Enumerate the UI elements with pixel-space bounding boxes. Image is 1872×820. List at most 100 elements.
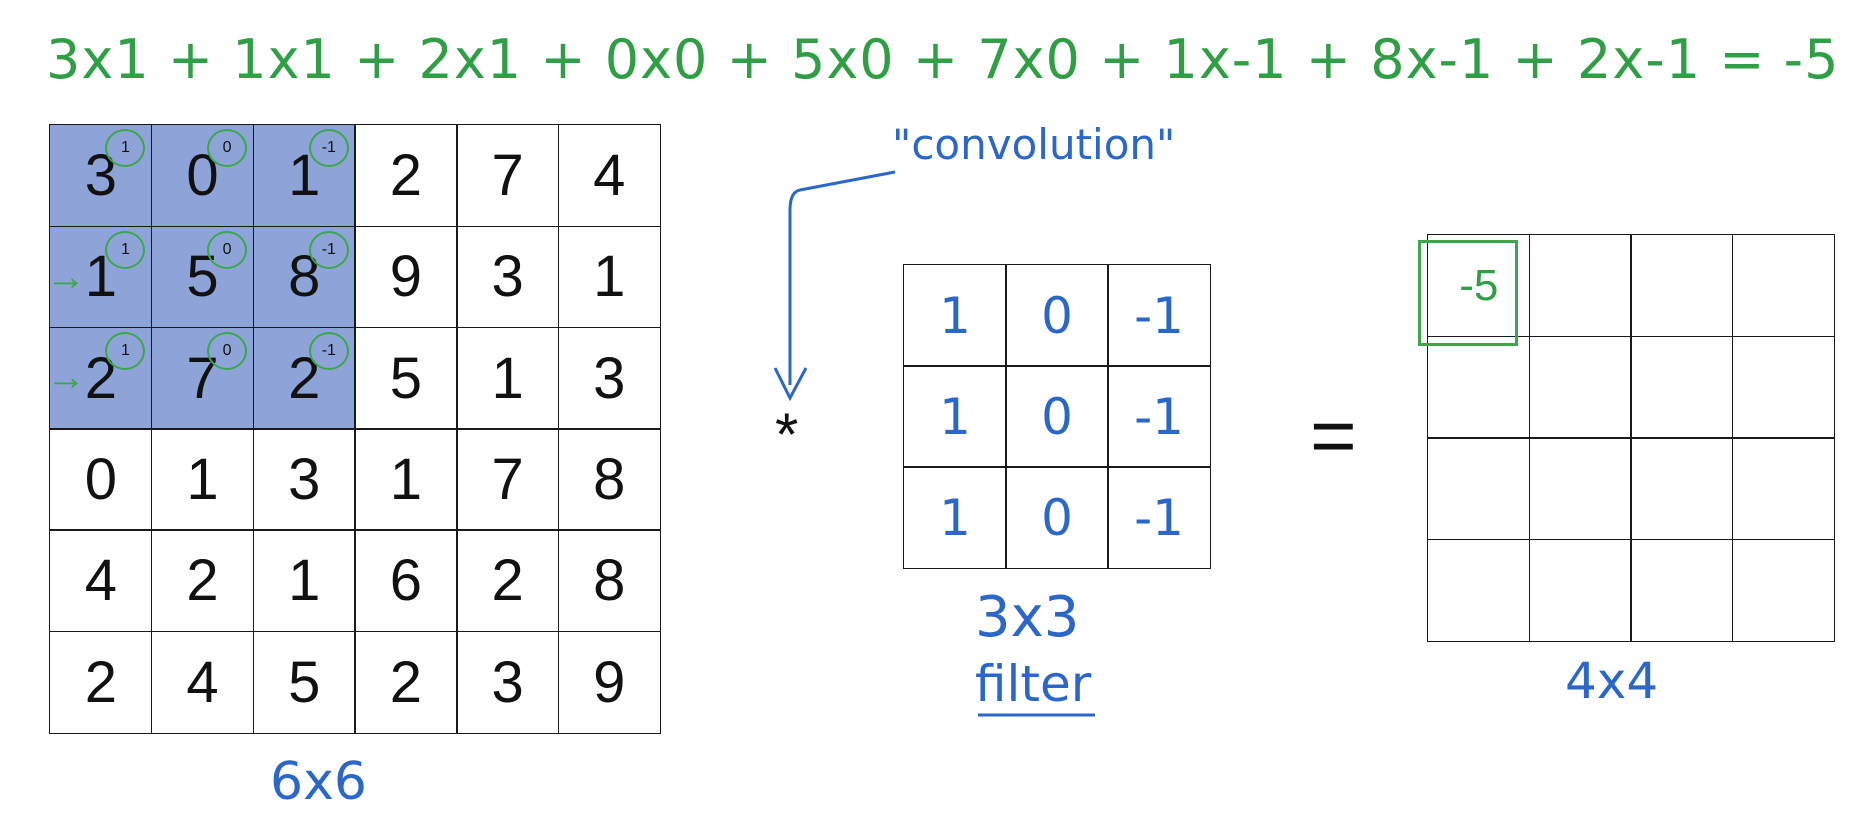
output-cell bbox=[1427, 335, 1531, 439]
input-cell: 2 bbox=[456, 529, 560, 633]
input-cell: 9 bbox=[557, 630, 661, 734]
input-cell-value: 4 bbox=[186, 649, 219, 715]
input-cell-value: 2 bbox=[491, 548, 524, 614]
input-cell-value: 9 bbox=[389, 244, 423, 310]
input-cell-value: 7 bbox=[491, 447, 524, 513]
row-arrow-2: → bbox=[46, 255, 86, 299]
input-cell: 2-1 bbox=[252, 326, 356, 430]
input-cell: 8-1 bbox=[252, 225, 356, 329]
row-arrow-3: → bbox=[46, 355, 86, 399]
input-cell: 4 bbox=[150, 630, 255, 734]
input-cell-value: 7 bbox=[491, 143, 524, 209]
filter-weight-annotation: 0 bbox=[207, 230, 248, 269]
output-cell bbox=[1427, 538, 1531, 642]
input-cell: 8 bbox=[557, 529, 661, 633]
input-cell-value: 8 bbox=[593, 447, 626, 513]
filter-cell: 0 bbox=[1005, 466, 1109, 569]
filter-cell: 0 bbox=[1005, 264, 1109, 367]
input-cell-value: 6 bbox=[389, 548, 423, 614]
convolution-label: "convolution" bbox=[892, 120, 1176, 169]
input-cell-value: 5 bbox=[288, 649, 321, 715]
input-cell: 3 bbox=[456, 630, 560, 734]
output-cell bbox=[1630, 538, 1734, 642]
input-cell-value: 3 bbox=[593, 345, 626, 411]
convolution-operator: * bbox=[775, 401, 799, 468]
input-cell: 7 bbox=[456, 428, 560, 531]
output-cell bbox=[1528, 437, 1632, 541]
input-cell: 1 bbox=[557, 225, 661, 329]
output-highlight-box bbox=[1418, 240, 1518, 346]
input-cell: 3 bbox=[557, 326, 661, 430]
filter-weight-annotation: 0 bbox=[207, 129, 248, 168]
output-cell bbox=[1731, 234, 1835, 338]
input-cell: 1 bbox=[354, 428, 458, 531]
input-cell-value: 1 bbox=[186, 447, 219, 513]
input-cell: 7 bbox=[456, 124, 560, 228]
input-cell: 2 bbox=[150, 529, 255, 633]
input-cell: 2 bbox=[354, 124, 458, 228]
output-cell bbox=[1630, 437, 1734, 541]
input-cell-value: 1 bbox=[593, 244, 626, 310]
filter-weight-annotation: 1 bbox=[105, 129, 146, 168]
input-cell-value: 2 bbox=[389, 649, 423, 715]
input-size-label: 6x6 bbox=[270, 752, 367, 812]
input-cell-value: 4 bbox=[593, 143, 626, 209]
filter-weight-annotation: -1 bbox=[308, 230, 349, 269]
output-cell bbox=[1630, 234, 1734, 338]
output-cell bbox=[1731, 538, 1835, 642]
filter-cell: 0 bbox=[1005, 365, 1109, 468]
output-cell: -5 bbox=[1427, 234, 1531, 338]
input-cell-value: 2 bbox=[186, 548, 219, 614]
equals-sign: = bbox=[1310, 391, 1357, 480]
input-cell: 5 bbox=[354, 326, 458, 430]
input-cell-value: 2 bbox=[84, 649, 117, 715]
input-cell: 1 bbox=[456, 326, 560, 430]
input-cell-value: 3 bbox=[491, 649, 524, 715]
input-cell: 8 bbox=[557, 428, 661, 531]
input-cell-value: 3 bbox=[491, 244, 524, 310]
filter-name-label: filter bbox=[975, 655, 1092, 713]
filter-cell: -1 bbox=[1107, 365, 1211, 468]
filter-weight-annotation: 1 bbox=[105, 230, 146, 269]
filter-cell: -1 bbox=[1107, 466, 1211, 569]
input-cell: 3 bbox=[456, 225, 560, 329]
input-cell-value: 2 bbox=[389, 143, 423, 209]
filter-cell: 1 bbox=[903, 264, 1007, 367]
input-cell-value: 1 bbox=[491, 345, 524, 411]
input-cell-value: 4 bbox=[84, 548, 117, 614]
filter-weight-annotation: 1 bbox=[105, 331, 146, 370]
output-cell bbox=[1528, 538, 1632, 642]
input-cell: 2 bbox=[354, 630, 458, 734]
filter-cell: 1 bbox=[903, 365, 1007, 468]
output-cell bbox=[1528, 234, 1632, 338]
input-cell: 3 bbox=[252, 428, 356, 531]
output-cell bbox=[1427, 437, 1531, 541]
input-cell-value: 9 bbox=[593, 649, 626, 715]
output-cell bbox=[1630, 335, 1734, 439]
input-cell: 1 bbox=[150, 428, 255, 531]
output-matrix-4x4: -5 bbox=[1427, 234, 1835, 642]
input-cell: 0 bbox=[49, 428, 153, 531]
input-cell: 1-1 bbox=[252, 124, 356, 228]
filter-weight-annotation: -1 bbox=[308, 331, 349, 370]
input-cell: 2 bbox=[49, 630, 153, 734]
convolution-equation: 3x1 + 1x1 + 2x1 + 0x0 + 5x0 + 7x0 + 1x-1… bbox=[46, 28, 1840, 91]
input-cell-value: 3 bbox=[288, 447, 321, 513]
input-cell: 1 bbox=[252, 529, 356, 633]
input-cell-value: 1 bbox=[288, 548, 321, 614]
input-cell: 4 bbox=[49, 529, 153, 633]
filter-size-label: 3x3 bbox=[975, 585, 1080, 650]
input-cell-value: 5 bbox=[389, 345, 423, 411]
input-cell: 5 bbox=[252, 630, 356, 734]
input-cell-value: 1 bbox=[389, 447, 423, 513]
input-cell: 9 bbox=[354, 225, 458, 329]
input-cell: 6 bbox=[354, 529, 458, 633]
filter-cell: 1 bbox=[903, 466, 1007, 569]
